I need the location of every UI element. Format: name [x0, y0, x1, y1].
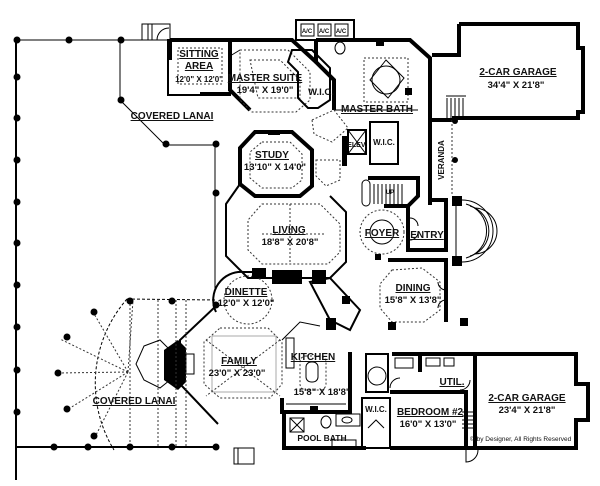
- veranda: VERANDA: [428, 118, 458, 205]
- family-label: FAMILY: [221, 356, 257, 367]
- ac-unit-2: A/C: [319, 29, 330, 35]
- garage-bottom-label: 2-CAR GARAGE: [488, 393, 566, 404]
- sitting-area-label-line2: AREA: [185, 61, 213, 72]
- dinette-dims: 12'0" X 12'0": [218, 298, 275, 309]
- util-label: UTIL.: [440, 377, 465, 388]
- dining-dims: 15'8" X 13'8": [385, 295, 442, 306]
- veranda-label: VERANDA: [437, 140, 446, 180]
- entry-label: ENTRY: [410, 230, 444, 241]
- dining-label: DINING: [396, 283, 431, 294]
- stairs-label: UP: [386, 190, 394, 196]
- kitchen: KITCHEN 15'8" X 18'8": [280, 321, 352, 414]
- living: LIVING 18'8" X 20'8": [225, 183, 347, 279]
- covered-lanai-top-structure: [13, 23, 220, 480]
- study-dims: 13'10" X 14'0": [244, 162, 306, 173]
- ac-unit-1: A/C: [302, 29, 313, 35]
- garage-bottom-dims: 23'4" X 21'8": [499, 405, 556, 416]
- garage-bottom-steps: [462, 411, 474, 429]
- study-label: STUDY: [255, 150, 289, 161]
- round-closet: [365, 353, 389, 393]
- garage-top-label: 2-CAR GARAGE: [479, 67, 557, 78]
- garage-top-dims: 34'4" X 21'8": [488, 80, 545, 91]
- master-bath-label: MASTER BATH: [341, 104, 413, 115]
- wic-bedroom-label: W.I.C.: [365, 405, 387, 414]
- garage-top: 2-CAR GARAGE 34'4" X 21'8": [428, 22, 585, 122]
- family: FAMILY 23'0" X 23'0": [164, 305, 283, 425]
- family-dims: 23'0" X 23'0": [209, 368, 266, 379]
- master-suite-label: MASTER SUITE: [228, 73, 303, 84]
- living-dims: 18'8" X 20'8": [262, 237, 319, 248]
- covered-lanai-bottom-label: COVERED LANAI: [93, 396, 176, 407]
- master-suite: MASTER SUITE 19'4" X 19'0": [228, 38, 318, 113]
- hall-closets: [311, 109, 349, 187]
- bedroom-2-label: BEDROOM #2: [397, 407, 464, 418]
- kitchen-dims: 15'8" X 18'8": [294, 387, 351, 398]
- dinette: DINETTE 12'0" X 12'0": [212, 268, 326, 325]
- master-wic-label: W.I.C.: [308, 87, 334, 98]
- dinette-label: DINETTE: [225, 287, 268, 298]
- master-wic: W.I.C.: [286, 40, 336, 110]
- entry: ENTRY: [406, 196, 498, 266]
- util: UTIL.: [420, 352, 475, 391]
- sitting-area: SITTING AREA 12'0" X 12'0": [167, 38, 231, 96]
- kitchen-label: KITCHEN: [291, 352, 335, 363]
- dining: DINING 15'8" X 13'8": [379, 258, 468, 330]
- garage-bottom: 2-CAR GARAGE 23'4" X 21'8" © by Designer…: [462, 352, 590, 463]
- bedroom-2: BEDROOM #2 16'0" X 13'0": [389, 352, 468, 450]
- covered-lanai-top-label: COVERED LANAI: [131, 111, 214, 122]
- ac-unit-3: A/C: [336, 29, 347, 35]
- sitting-area-label-line1: SITTING: [179, 49, 219, 60]
- elevator: ELEV.: [347, 129, 367, 155]
- sitting-area-dims: 12'0" X 12'0": [175, 75, 223, 84]
- stairs: UP: [361, 176, 420, 208]
- foyer: FOYER: [359, 209, 405, 260]
- study: STUDY 13'10" X 14'0": [238, 130, 314, 198]
- pool-bath: POOL BATH: [282, 412, 366, 450]
- garage-top-steps: [446, 98, 464, 118]
- pool-bath-label: POOL BATH: [297, 433, 346, 443]
- wic-center-label: W.I.C.: [373, 138, 395, 147]
- living-label: LIVING: [272, 225, 306, 236]
- copyright-notice: © by Designer, All Rights Reserved: [470, 435, 572, 443]
- bedroom-2-dims: 16'0" X 13'0": [400, 419, 457, 430]
- wic-bedroom: W.I.C.: [361, 397, 391, 449]
- covered-lanai-bottom-structure: [13, 297, 255, 465]
- master-suite-dims: 19'4" X 19'0": [237, 85, 294, 96]
- foyer-label: FOYER: [365, 228, 400, 239]
- wic-center: W.I.C.: [369, 121, 399, 165]
- elevator-label: ELEV.: [347, 142, 367, 149]
- ac-units: A/C A/C A/C: [295, 19, 355, 41]
- pantry-corridor: [308, 276, 362, 332]
